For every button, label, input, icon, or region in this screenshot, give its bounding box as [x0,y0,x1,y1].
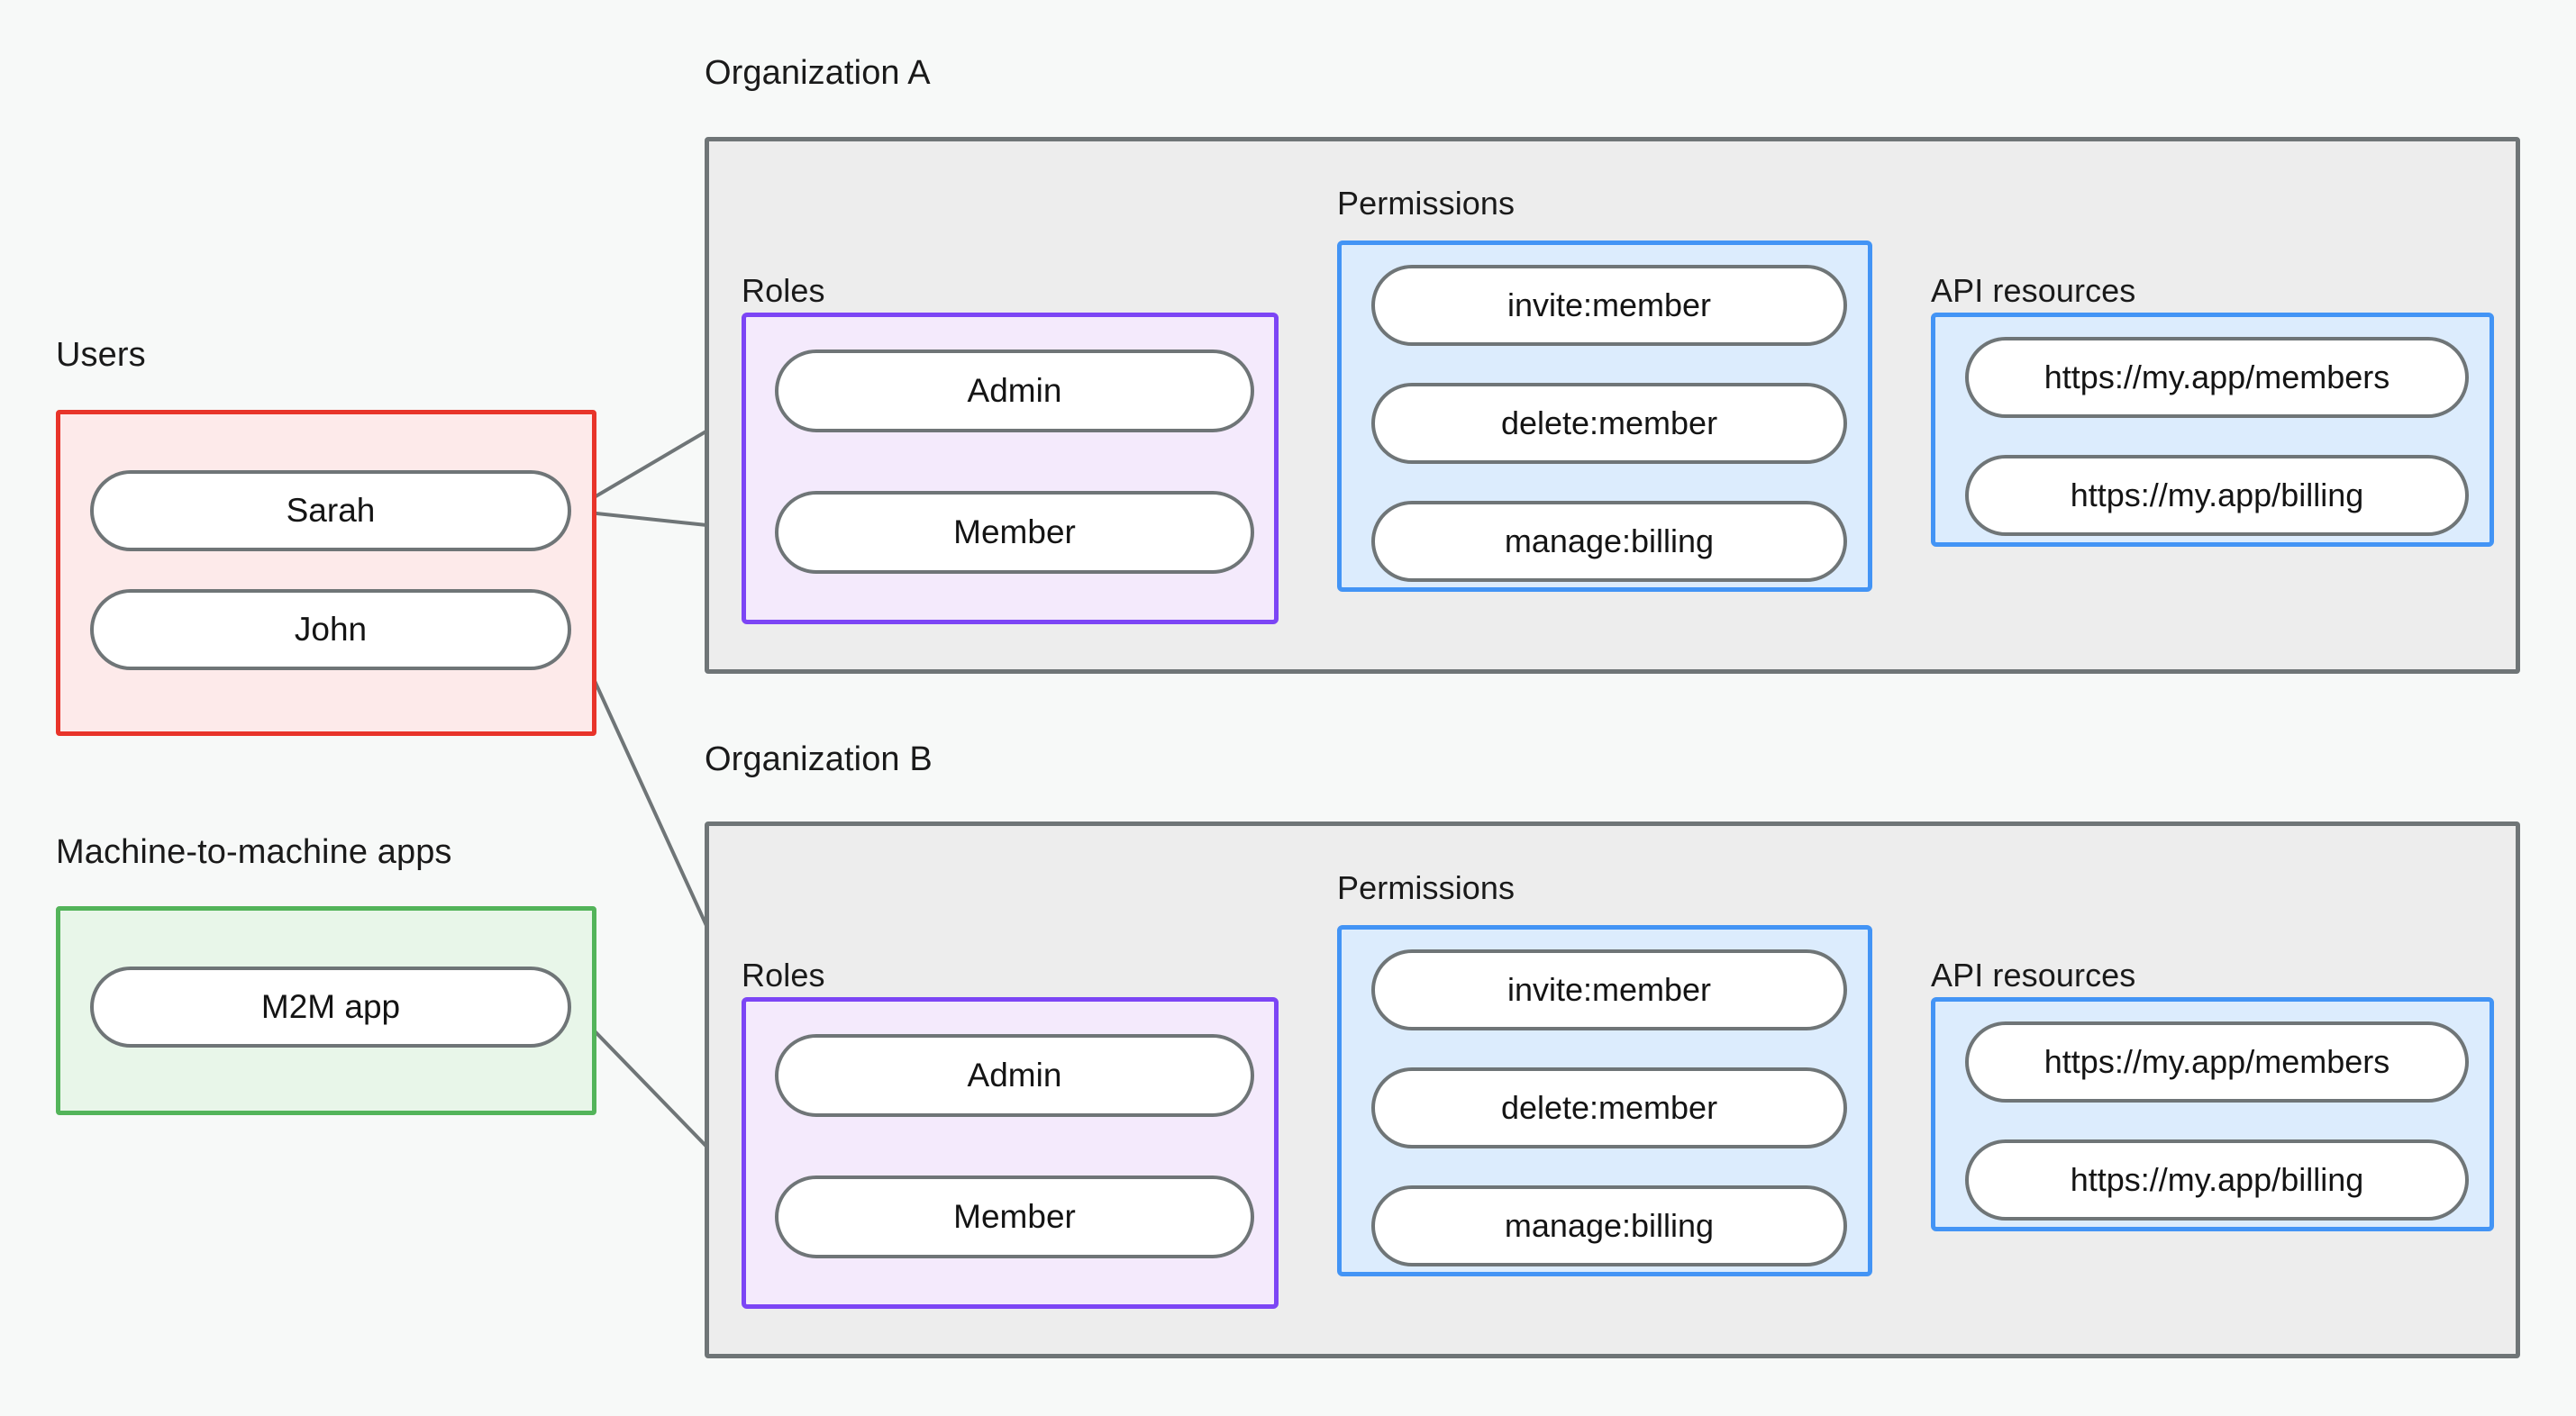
m2m-node-app[interactable]: M2M app [90,967,571,1048]
users-container: Sarah John [56,410,596,736]
m2m-group-label: Machine-to-machine apps [56,833,452,871]
role-node-org-b-member[interactable]: Member [775,1175,1254,1258]
api-resource-node-org-a-billing[interactable]: https://my.app/billing [1965,455,2469,536]
org-b-api-resources-container: https://my.app/members https://my.app/bi… [1931,997,2494,1231]
permission-node-org-b-delete-member[interactable]: delete:member [1371,1067,1847,1148]
role-node-org-a-member[interactable]: Member [775,491,1254,574]
org-a-permissions-container: invite:member delete:member manage:billi… [1337,241,1872,592]
m2m-container: M2M app [56,906,596,1115]
org-a-roles-container: Admin Member [742,313,1279,624]
org-a-api-resources-label: API resources [1931,272,2136,309]
org-b-api-resources-label: API resources [1931,957,2136,994]
api-resource-node-org-a-members[interactable]: https://my.app/members [1965,337,2469,418]
org-a-api-resources-container: https://my.app/members https://my.app/bi… [1931,313,2494,547]
organization-b-label: Organization B [705,740,933,778]
organization-b-container: Roles Admin Member Permissions invite:me… [705,821,2520,1358]
org-b-permissions-container: invite:member delete:member manage:billi… [1337,925,1872,1276]
permission-node-org-b-manage-billing[interactable]: manage:billing [1371,1185,1847,1266]
org-b-roles-container: Admin Member [742,997,1279,1309]
role-node-org-a-admin[interactable]: Admin [775,349,1254,432]
permission-node-org-a-invite-member[interactable]: invite:member [1371,265,1847,346]
permission-node-org-a-delete-member[interactable]: delete:member [1371,383,1847,464]
permission-node-org-b-invite-member[interactable]: invite:member [1371,949,1847,1030]
organization-a-container: Roles Admin Member Permissions invite:me… [705,137,2520,674]
org-b-permissions-label: Permissions [1337,869,1516,906]
permission-node-org-a-manage-billing[interactable]: manage:billing [1371,501,1847,582]
user-node-sarah[interactable]: Sarah [90,470,571,551]
org-a-roles-label: Roles [742,272,825,309]
org-a-permissions-label: Permissions [1337,185,1516,222]
api-resource-node-org-b-members[interactable]: https://my.app/members [1965,1021,2469,1103]
role-node-org-b-admin[interactable]: Admin [775,1034,1254,1117]
organization-a-label: Organization A [705,54,931,92]
api-resource-node-org-b-billing[interactable]: https://my.app/billing [1965,1139,2469,1221]
org-b-roles-label: Roles [742,957,825,994]
user-node-john[interactable]: John [90,589,571,670]
users-group-label: Users [56,336,146,374]
